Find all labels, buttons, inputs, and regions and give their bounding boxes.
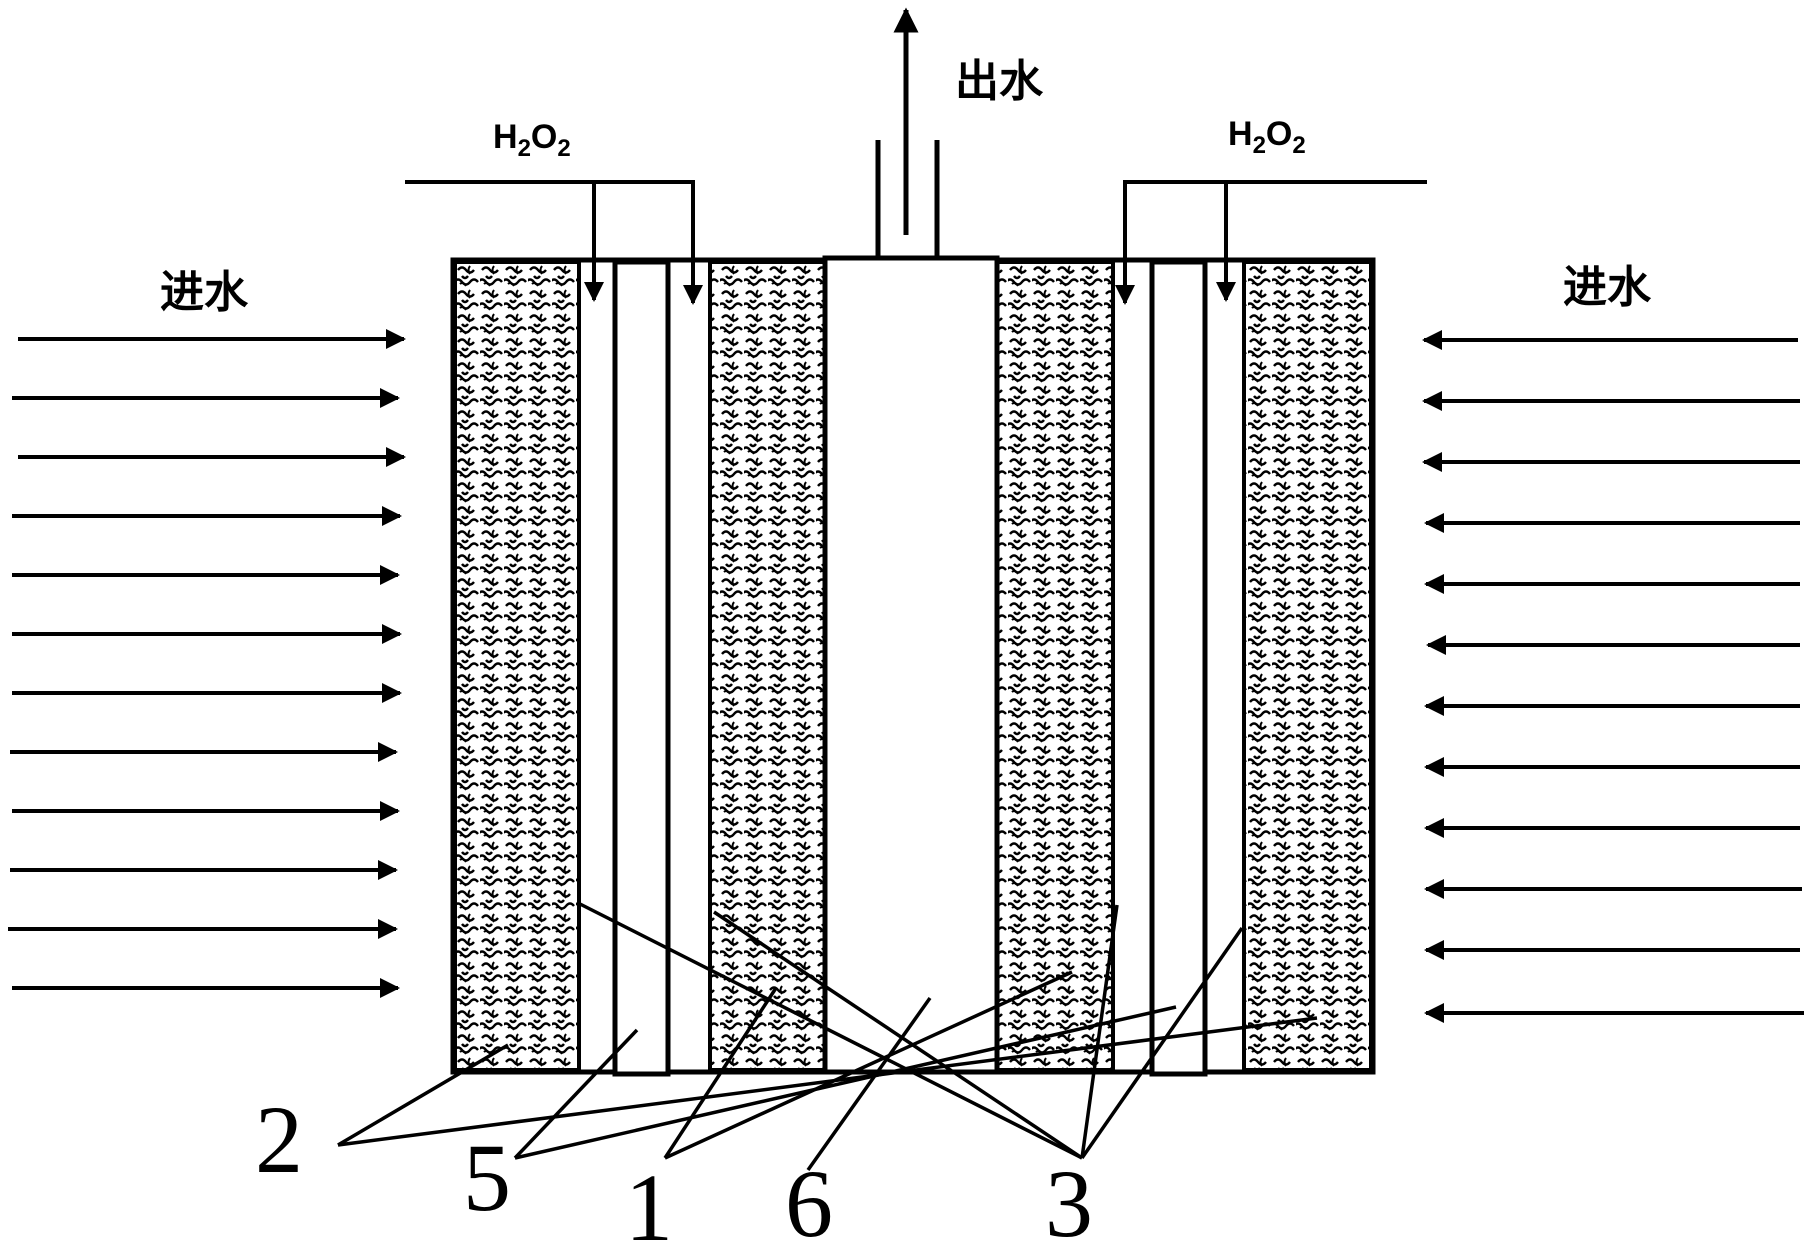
inlet-label-right: 进水 [1563,262,1652,313]
h2o2-feed-right [1115,180,1427,305]
central-chamber [822,255,1000,1075]
inner-tubes [612,259,1208,1077]
h2o2-label-right: H2O2 [1228,115,1306,159]
leader-lines [337,902,1318,1172]
outlet-label: 出水 [955,56,1044,107]
left-tube [612,259,671,1077]
right-tube [1149,259,1208,1077]
right-outer-packing [1242,260,1373,1072]
left-outer-packing [453,260,581,1072]
outlet-pipe [875,7,940,258]
part-number-2: 2 [255,1086,303,1193]
left-inner-packing [708,260,827,1072]
part-number-5: 5 [463,1124,511,1231]
part-number-3: 3 [1045,1150,1093,1247]
part-number-1: 1 [625,1154,673,1247]
inlet-arrows-right [1422,330,1804,1023]
h2o2-label-left: H2O2 [493,118,571,162]
inlet-label-left: 进水 [160,267,249,318]
h2o2-feed-left [405,180,703,305]
right-inner-packing [995,260,1115,1072]
part-number-6: 6 [785,1150,833,1247]
packing-layers [453,260,1373,1072]
inlet-arrows-left [8,329,406,998]
